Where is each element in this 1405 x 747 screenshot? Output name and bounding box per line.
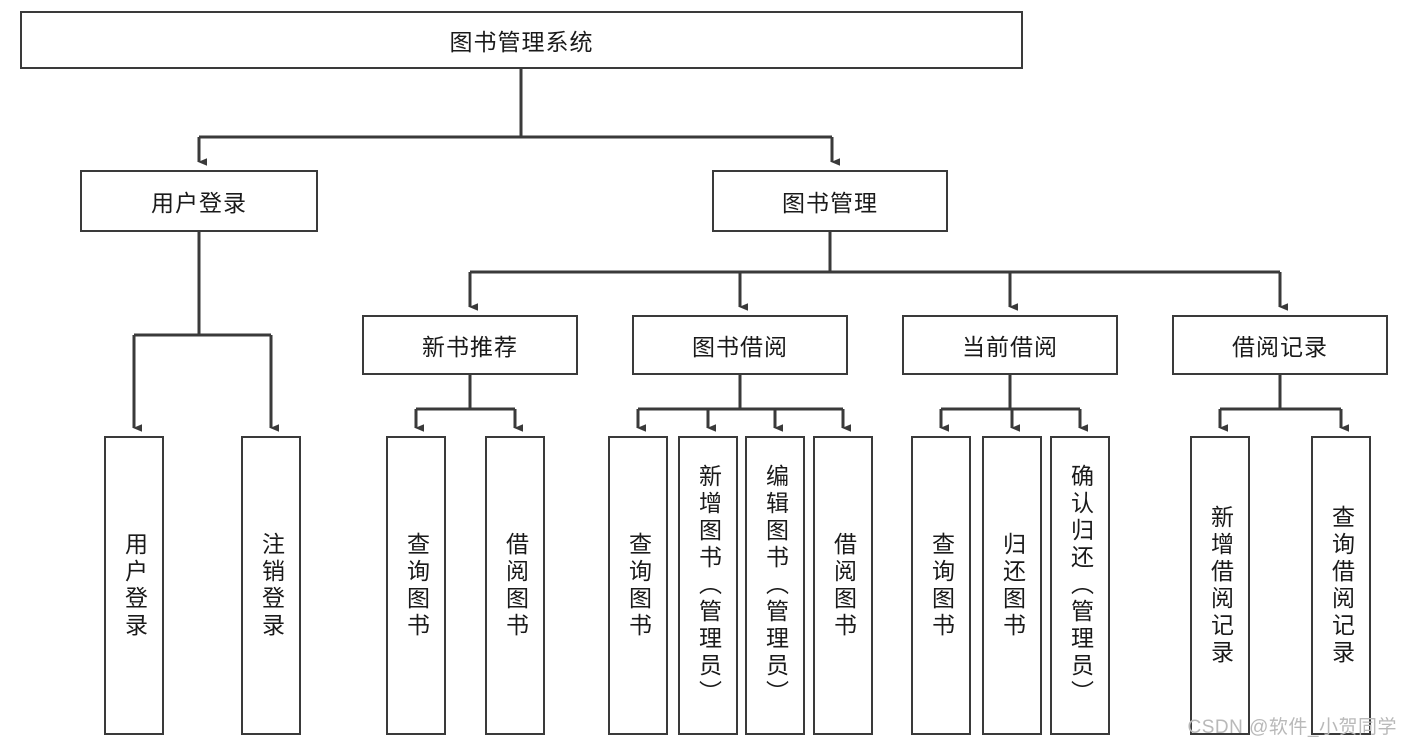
leaf-user-login-label: 用户登录 <box>121 531 148 640</box>
leaf-edit-book-admin-label: 编辑图书（管理员） <box>762 464 789 707</box>
node-borrow-record-label: 借阅记录 <box>1232 334 1328 360</box>
node-current-borrow-label: 当前借阅 <box>962 334 1058 360</box>
leaf-return-book-label: 归还图书 <box>999 531 1026 640</box>
watermark-text: CSDN @软件_小贺同学 <box>1187 717 1397 738</box>
node-book-management[interactable]: 图书管理 <box>712 170 948 232</box>
leaf-query-book-current[interactable]: 查询图书 <box>911 436 971 735</box>
leaf-logout-label: 注销登录 <box>258 531 285 640</box>
leaf-borrow-book-label: 借阅图书 <box>830 531 857 640</box>
leaf-add-book-admin-label: 新增图书（管理员） <box>695 464 722 707</box>
node-root[interactable]: 图书管理系统 <box>20 11 1023 69</box>
leaf-query-book-current-label: 查询图书 <box>928 531 955 640</box>
node-user-login[interactable]: 用户登录 <box>80 170 318 232</box>
leaf-return-book[interactable]: 归还图书 <box>982 436 1042 735</box>
leaf-add-borrow-record[interactable]: 新增借阅记录 <box>1190 436 1250 735</box>
leaf-add-borrow-record-label: 新增借阅记录 <box>1207 504 1234 667</box>
node-new-book-recommend[interactable]: 新书推荐 <box>362 315 578 375</box>
leaf-borrow-book-recommend[interactable]: 借阅图书 <box>485 436 545 735</box>
node-current-borrow[interactable]: 当前借阅 <box>902 315 1118 375</box>
leaf-query-book-recommend-label: 查询图书 <box>403 531 430 640</box>
leaf-edit-book-admin[interactable]: 编辑图书（管理员） <box>745 436 805 735</box>
leaf-confirm-return-admin[interactable]: 确认归还（管理员） <box>1050 436 1110 735</box>
leaf-query-book-recommend[interactable]: 查询图书 <box>386 436 446 735</box>
node-book-borrow[interactable]: 图书借阅 <box>632 315 848 375</box>
leaf-query-borrow-record-label: 查询借阅记录 <box>1328 504 1355 667</box>
leaf-logout[interactable]: 注销登录 <box>241 436 301 735</box>
leaf-confirm-return-admin-label: 确认归还（管理员） <box>1067 464 1094 707</box>
leaf-user-login[interactable]: 用户登录 <box>104 436 164 735</box>
leaf-add-book-admin[interactable]: 新增图书（管理员） <box>678 436 738 735</box>
node-borrow-record[interactable]: 借阅记录 <box>1172 315 1388 375</box>
node-book-management-label: 图书管理 <box>782 190 878 216</box>
leaf-query-book-borrow[interactable]: 查询图书 <box>608 436 668 735</box>
leaf-query-book-borrow-label: 查询图书 <box>625 531 652 640</box>
leaf-borrow-book[interactable]: 借阅图书 <box>813 436 873 735</box>
node-root-label: 图书管理系统 <box>449 29 594 55</box>
node-book-borrow-label: 图书借阅 <box>692 334 788 360</box>
node-new-book-recommend-label: 新书推荐 <box>422 334 518 360</box>
leaf-borrow-book-recommend-label: 借阅图书 <box>502 531 529 640</box>
leaf-query-borrow-record[interactable]: 查询借阅记录 <box>1311 436 1371 735</box>
node-user-login-label: 用户登录 <box>151 190 247 216</box>
